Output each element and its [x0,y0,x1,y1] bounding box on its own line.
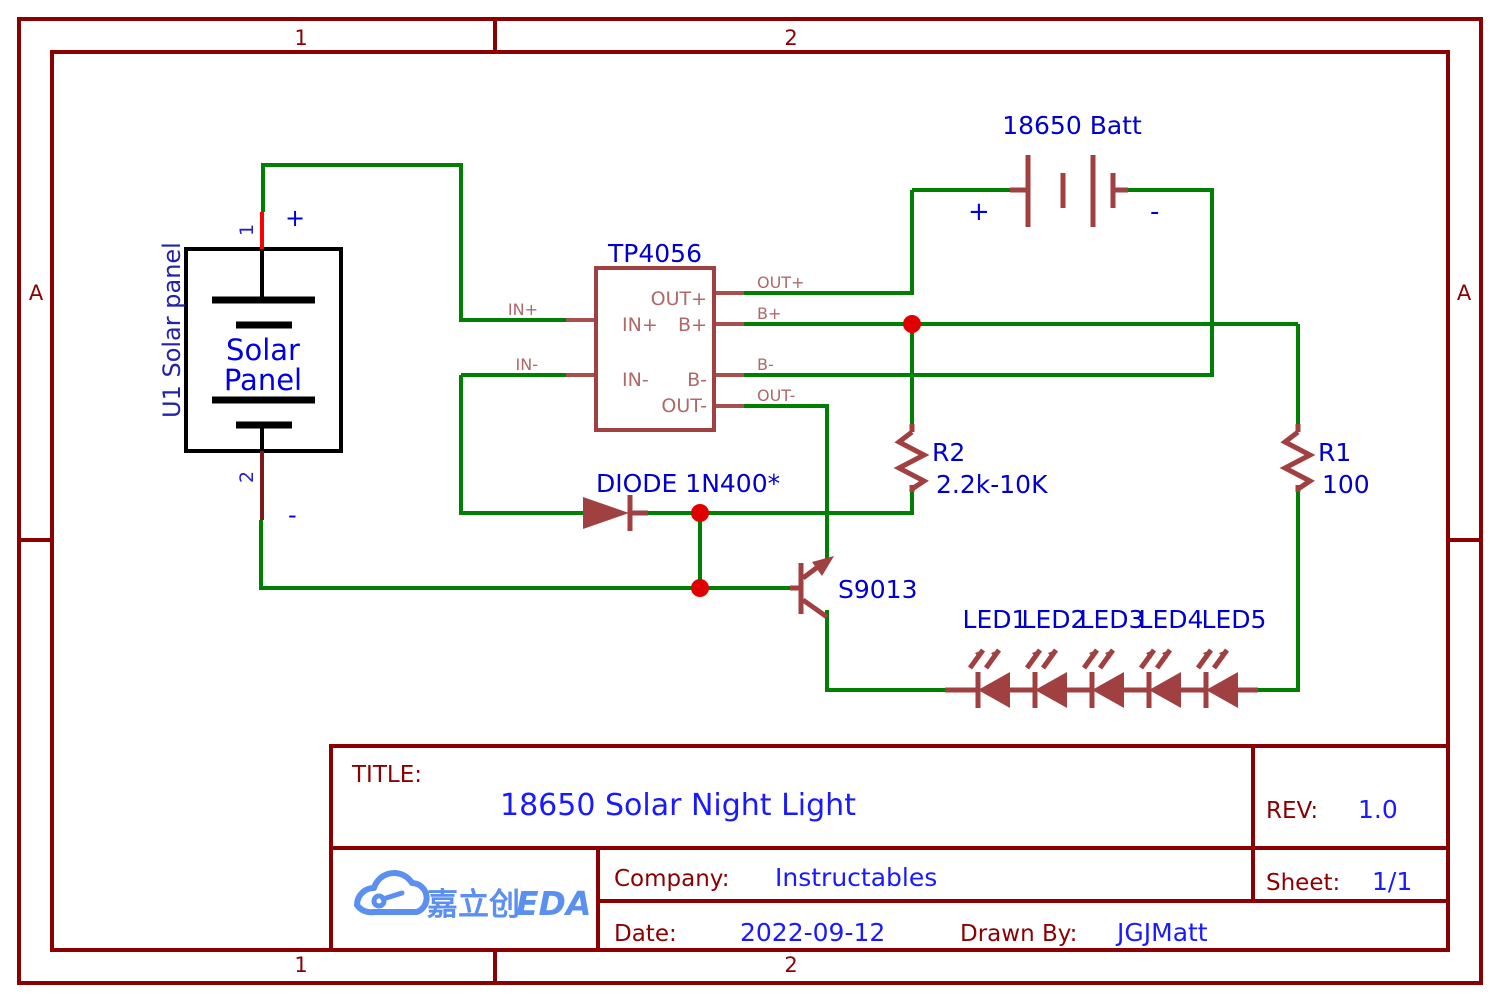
component-battery[interactable]: 18650 Batt + - [968,111,1159,227]
tp4056-pin-label-b-minus: B- [687,369,707,391]
component-diode[interactable]: DIODE 1N400* [583,469,780,531]
battery-designator: 18650 Batt [1002,111,1142,140]
wire-emitter-to-led [825,610,945,692]
zone-top-1: 1 [294,26,307,50]
component-led4[interactable] [1138,648,1200,708]
junction-base-node [691,579,709,597]
tp4056-pin-label-b-plus: B+ [678,314,707,336]
solar-panel-designator: U1 Solar panel [158,242,186,418]
net-label-group: IN+ IN- OUT+ B+ B- OUT- [508,273,805,405]
solar-panel-body-label-line1: Solar [226,333,300,367]
component-transistor[interactable]: S9013 [790,556,918,620]
zone-left-a: A [29,281,44,305]
component-solar-panel[interactable]: Solar Panel U1 Solar panel 1 2 + - [158,204,343,529]
tp4056-body [594,266,716,432]
company-label: Company: [614,866,730,892]
led3-triangle [1092,672,1124,708]
zone-right-a: A [1457,281,1472,305]
net-label-b-plus: B+ [757,304,781,323]
r1-designator: R1 [1318,438,1351,467]
solar-panel-pin1-number: 1 [236,224,258,236]
title-block: TITLE: 18650 Solar Night Light REV: 1.0 … [329,744,1450,952]
r1-value: 100 [1322,470,1370,499]
r2-zigzag [893,430,930,492]
title-value: 18650 Solar Night Light [500,788,856,823]
led5-designator: LED5 [1202,605,1267,634]
r2-value: 2.2k-10K [936,470,1048,499]
tp4056-designator: TP4056 [607,239,702,268]
tp4056-pin-label-out-minus: OUT- [661,395,707,417]
wire-r2-to-base-node [700,487,914,515]
wire-r1-to-led-chain [1258,487,1300,692]
zone-bottom-2: 2 [784,953,797,977]
component-tp4056[interactable]: TP4056 IN+ IN- OUT+ B+ B- OUT- [594,239,716,432]
net-label-in-plus: IN+ [508,300,538,319]
cloud-icon [354,870,430,916]
led2-triangle [1035,672,1067,708]
drawn-by-label: Drawn By: [960,921,1077,947]
led5-triangle [1206,672,1238,708]
led4-triangle [1149,672,1181,708]
led4-designator: LED4 [1139,605,1204,634]
rev-value: 1.0 [1358,795,1398,824]
led1-designator: LED1 [963,605,1028,634]
tp4056-pin-label-in-minus: IN- [622,369,649,391]
rev-label: REV: [1266,798,1318,824]
net-label-in-minus: IN- [516,355,538,374]
junction-diode-node [691,504,709,522]
led2-designator: LED2 [1022,605,1087,634]
tp4056-pin-label-out-plus: OUT+ [651,288,707,310]
battery-negative-label: - [1150,197,1159,227]
component-led5[interactable] [1195,648,1258,708]
sheet-label: Sheet: [1266,870,1340,896]
led-chain[interactable]: LED1 LED2 LED3 LED4 LED5 [945,605,1266,708]
solar-panel-pin2-polarity: - [288,501,297,529]
logo-cn-text: 嘉立创 [427,887,520,923]
led3-designator: LED3 [1080,605,1145,634]
company-value: Instructables [775,863,937,892]
solar-panel-pin2-number: 2 [236,471,258,483]
date-label: Date: [614,921,677,947]
date-value: 2022-09-12 [740,918,885,947]
component-r1[interactable]: R1 100 [1279,424,1370,499]
drawn-by-value: JGJMatt [1115,918,1208,947]
wire-solar-minus-bottom [259,520,700,590]
net-label-out-minus: OUT- [757,386,795,405]
component-led2[interactable] [1024,648,1086,708]
diode-body-triangle [583,497,629,529]
transistor-emitter-lead [801,597,829,620]
net-label-b-minus: B- [757,355,774,374]
net-wires [259,163,1300,692]
wire-batt-minus-to-bminus [912,188,1214,377]
zone-markers: 1 2 1 2 A A [29,26,1472,977]
wire-outplus-to-batt-plus [744,190,914,295]
solar-panel-pin1-polarity: + [285,204,305,232]
pin-stubs [566,291,744,408]
battery-positive-label: + [968,197,990,227]
r2-designator: R2 [932,438,965,467]
sheet-value: 1/1 [1372,867,1412,896]
logo-en-text: EDA [516,884,591,923]
jlceda-logo: 嘉立创 EDA [354,870,591,923]
sheet-frame [17,17,1483,985]
component-r2[interactable]: R2 2.2k-10K [893,424,1048,499]
solar-panel-body-label-line2: Panel [224,363,302,397]
transistor-designator: S9013 [838,575,918,604]
junction-dots [691,315,921,597]
junction-bplus [903,315,921,333]
wire-in-minus [459,375,583,515]
diode-designator: DIODE 1N400* [596,469,780,498]
tp4056-pin-label-in-plus: IN+ [622,314,658,336]
component-led3[interactable] [1081,648,1143,708]
zone-top-2: 2 [784,26,797,50]
wire-outminus-down [744,404,829,560]
title-label: TITLE: [351,762,422,788]
net-label-out-plus: OUT+ [757,273,804,292]
transistor-arrow [812,556,834,576]
wire-solar-plus-to-in-plus [261,163,566,322]
led1-triangle [978,672,1010,708]
zone-bottom-1: 1 [294,953,307,977]
component-led1[interactable] [945,648,1029,708]
r1-zigzag [1279,430,1316,492]
